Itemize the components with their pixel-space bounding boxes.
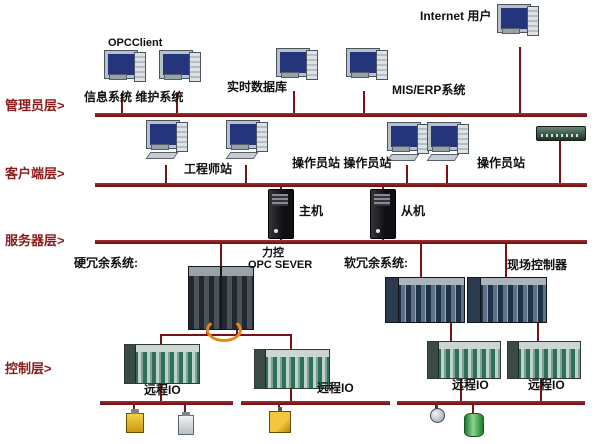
connector-line [420, 244, 422, 277]
field-controller-label: 现场控制器 [507, 258, 568, 272]
engineer-station-label: 工程师站 [184, 162, 233, 176]
connector-line [293, 91, 295, 113]
realtime-db-computer-icon [276, 48, 318, 93]
field-instrument-icon-5 [464, 413, 484, 437]
redundancy-cable-icon [206, 318, 242, 342]
info-maint-label: 信息系统 维护系统 [84, 90, 184, 104]
layer-label-management: 管理员层> [5, 98, 65, 113]
pc-opc-label-line2: OPC SEVER [248, 259, 313, 271]
client-layer-bus [95, 183, 587, 187]
connector-line [406, 165, 408, 183]
master-server-icon [268, 189, 294, 239]
server-layer-bus [95, 240, 587, 244]
layer-label-server: 服务器层> [5, 233, 65, 248]
field-instrument-icon-3 [269, 407, 291, 433]
connector-line [540, 377, 542, 401]
layer-label-control: 控制层> [5, 361, 52, 376]
connector-line [363, 91, 365, 113]
slave-label: 从机 [401, 204, 426, 218]
engineer-station-icon-1 [146, 120, 188, 165]
remote-io-label-4: 远程IO [528, 378, 565, 392]
control-field-bus-2 [241, 401, 390, 405]
remote-io-label-2: 远程IO [317, 381, 354, 395]
control-field-bus-1 [100, 401, 233, 405]
hard-redundancy-plc-rack-icon [188, 266, 254, 330]
connector-line [290, 334, 292, 349]
remote-io-rack-icon-4 [507, 341, 581, 379]
connector-line [505, 244, 507, 277]
remote-io-rack-icon-3 [427, 341, 501, 379]
connector-line [446, 165, 448, 183]
connector-switch [559, 139, 561, 183]
connector-line [165, 165, 167, 183]
operator-station-icon-2 [427, 122, 469, 167]
management-layer-bus [95, 113, 587, 117]
remote-io-label-3: 远程IO [452, 378, 489, 392]
hard-redundancy-label: 硬冗余系统: [74, 256, 138, 270]
field-instrument-icon-1 [126, 409, 144, 433]
internet-user-computer-icon [497, 4, 539, 49]
connector-line [450, 321, 452, 341]
mis-erp-computer-icon [346, 48, 388, 93]
pc-opc-label-line1: 力控 [262, 247, 284, 259]
remote-io-rack-icon-2 [254, 349, 330, 389]
connector-line [176, 93, 178, 113]
remote-io-label-1: 远程IO [144, 383, 181, 397]
layer-label-client: 客户端层> [5, 166, 65, 181]
field-controller-rack-icon [467, 277, 547, 323]
connector-line [220, 244, 222, 266]
field-instrument-icon-4 [430, 403, 445, 423]
opc-client-label: OPCClient [108, 37, 163, 49]
field-instrument-icon-2 [178, 412, 194, 435]
connector-line [184, 405, 186, 415]
connector-line [160, 334, 162, 344]
connector-line [537, 321, 539, 341]
connector-line [245, 165, 247, 183]
maint-system-computer-icon [159, 50, 201, 95]
control-field-bus-3 [397, 401, 585, 405]
operator-station-icon-1 [387, 122, 429, 167]
master-label: 主机 [299, 204, 324, 218]
engineer-station-icon-2 [226, 120, 268, 165]
realtime-db-label: 实时数据库 [227, 80, 288, 94]
connector-line [472, 405, 474, 413]
connector-line [160, 382, 162, 401]
slave-server-icon [370, 189, 396, 239]
soft-redundancy-label: 软冗余系统: [344, 256, 408, 270]
info-system-computer-icon [104, 50, 146, 95]
soft-redundancy-rack-icon [385, 277, 465, 323]
connector-line [121, 93, 123, 113]
mis-erp-label: MIS/ERP系统 [392, 83, 466, 97]
internet-user-label: Internet 用户 [420, 9, 492, 23]
network-switch-icon [536, 126, 586, 141]
connector-line [290, 387, 292, 401]
operator-station-label: 操作员站 [477, 156, 526, 170]
remote-io-rack-icon-1 [124, 344, 200, 384]
connector-line [460, 377, 462, 401]
operator-stations-pair-label: 操作员站 操作员站 [292, 156, 392, 170]
connector-internet [519, 47, 521, 113]
